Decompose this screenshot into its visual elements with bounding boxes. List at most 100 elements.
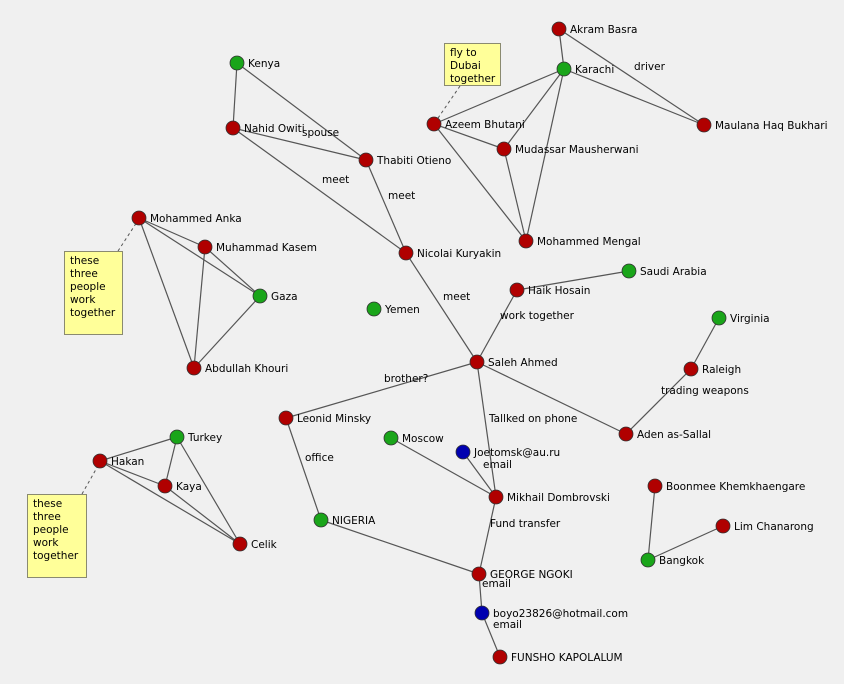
place-node-icon[interactable] [640,552,656,568]
person-node-icon[interactable] [696,117,712,133]
edge-hakan-turkey[interactable] [99,436,178,462]
edge-saudi-haik[interactable] [516,270,630,291]
edge-anka-gaza[interactable] [138,217,261,297]
node-joetomsk[interactable]: Joetomsk@au.ru [455,444,560,460]
person-node-icon[interactable] [469,354,485,370]
person-node-icon[interactable] [496,141,512,157]
person-node-icon[interactable] [278,410,294,426]
edge-akram-maulana[interactable] [558,28,705,126]
node-funsho[interactable]: FUNSHO KAPOLALUM [492,649,623,665]
person-node-icon[interactable] [225,120,241,136]
place-node-icon[interactable] [383,430,399,446]
edge-saleh-leonid[interactable] [285,361,478,419]
node-mikhail[interactable]: Mikhail Dombrovski [488,489,610,505]
edge-nahid-nicolai[interactable] [232,127,407,254]
person-node-icon[interactable] [398,245,414,261]
edge-boyo-funsho[interactable] [481,612,501,658]
person-node-icon[interactable] [471,566,487,582]
edge-gaza-khouri[interactable] [193,295,261,369]
edge-leonid-nigeria[interactable] [285,417,322,521]
edge-nigeria-ngoki[interactable] [320,519,480,575]
node-boyo[interactable]: boyo23826@hotmail.com [474,605,628,621]
person-node-icon[interactable] [618,426,634,442]
edge-hakan-kaya[interactable] [99,460,166,487]
edge-kenya-thabiti[interactable] [236,62,367,161]
node-mudassar[interactable]: Mudassar Mausherwani [496,141,639,157]
edge-karachi-maulana[interactable] [563,68,705,126]
person-node-icon[interactable] [358,152,374,168]
person-node-icon[interactable] [488,489,504,505]
person-node-icon[interactable] [232,536,248,552]
node-mengal[interactable]: Mohammed Mengal [518,233,641,249]
person-node-icon[interactable] [186,360,202,376]
node-nigeria[interactable]: NIGERIA [313,512,376,528]
person-node-icon[interactable] [426,116,442,132]
edge-kasem-gaza[interactable] [204,246,261,297]
node-aden[interactable]: Aden as-Sallal [618,426,711,442]
edge-thabiti-nicolai[interactable] [365,159,407,254]
node-leonid[interactable]: Leonid Minsky [278,410,371,426]
edge-saleh-mikhail[interactable] [476,361,497,498]
note-turkey-group[interactable]: these three people work together [27,494,87,578]
edge-raleigh-aden[interactable] [625,368,692,435]
edge-hakan-celik[interactable] [99,460,241,545]
person-node-icon[interactable] [197,239,213,255]
email-node-icon[interactable] [455,444,471,460]
node-saleh[interactable]: Saleh Ahmed [469,354,558,370]
place-node-icon[interactable] [621,263,637,279]
node-nicolai[interactable]: Nicolai Kuryakin [398,245,501,261]
person-node-icon[interactable] [157,478,173,494]
edge-mikhail-ngoki[interactable] [478,496,497,575]
place-node-icon[interactable] [169,429,185,445]
place-node-icon[interactable] [556,61,572,77]
edge-nahid-thabiti[interactable] [232,127,367,161]
person-node-icon[interactable] [715,518,731,534]
edge-turkey-celik[interactable] [176,436,241,545]
node-azeem[interactable]: Azeem Bhutani [426,116,525,132]
note-gaza-group[interactable]: these three people work together [64,251,123,335]
node-kenya[interactable]: Kenya [229,55,280,71]
place-node-icon[interactable] [711,310,727,326]
edge-azeem-mengal[interactable] [433,123,527,242]
person-node-icon[interactable] [518,233,534,249]
edge-lim-bangkok[interactable] [647,525,724,561]
node-kasem[interactable]: Muhammad Kasem [197,239,317,255]
edge-moscow-mikhail[interactable] [390,437,497,498]
edge-azeem-mudassar[interactable] [433,123,505,150]
edge-anka-kasem[interactable] [138,217,206,248]
node-maulana[interactable]: Maulana Haq Bukhari [696,117,828,133]
node-ngoki[interactable]: GEORGE NGOKI [471,566,573,582]
node-raleigh[interactable]: Raleigh [683,361,741,377]
node-celik[interactable]: Celik [232,536,278,552]
person-node-icon[interactable] [647,478,663,494]
edge-turkey-kaya[interactable] [164,436,178,487]
node-turkey[interactable]: Turkey [169,429,222,445]
edge-virginia-raleigh[interactable] [690,317,720,370]
person-node-icon[interactable] [683,361,699,377]
node-hakan[interactable]: Hakan [92,453,144,469]
node-saudi[interactable]: Saudi Arabia [621,263,707,279]
edge-karachi-mengal[interactable] [525,68,565,242]
person-node-icon[interactable] [551,21,567,37]
edge-boonmee-bangkok[interactable] [647,485,656,561]
node-bangkok[interactable]: Bangkok [640,552,705,568]
edge-karachi-azeem[interactable] [433,68,565,125]
edge-haik-saleh[interactable] [476,289,518,363]
node-haik[interactable]: Haik Hosain [509,282,590,298]
node-moscow[interactable]: Moscow [383,430,444,446]
node-yemen[interactable]: Yemen [366,301,420,317]
person-node-icon[interactable] [492,649,508,665]
place-node-icon[interactable] [229,55,245,71]
node-lim[interactable]: Lim Chanarong [715,518,814,534]
person-node-icon[interactable] [509,282,525,298]
edge-mudassar-mengal[interactable] [503,148,527,242]
node-anka[interactable]: Mohammed Anka [131,210,242,226]
place-node-icon[interactable] [366,301,382,317]
edge-nicolai-saleh[interactable] [405,252,478,363]
node-gaza[interactable]: Gaza [252,288,298,304]
node-kaya[interactable]: Kaya [157,478,202,494]
person-node-icon[interactable] [92,453,108,469]
edge-kaya-celik[interactable] [164,485,241,545]
node-nahid[interactable]: Nahid Owiti [225,120,305,136]
node-akram[interactable]: Akram Basra [551,21,637,37]
